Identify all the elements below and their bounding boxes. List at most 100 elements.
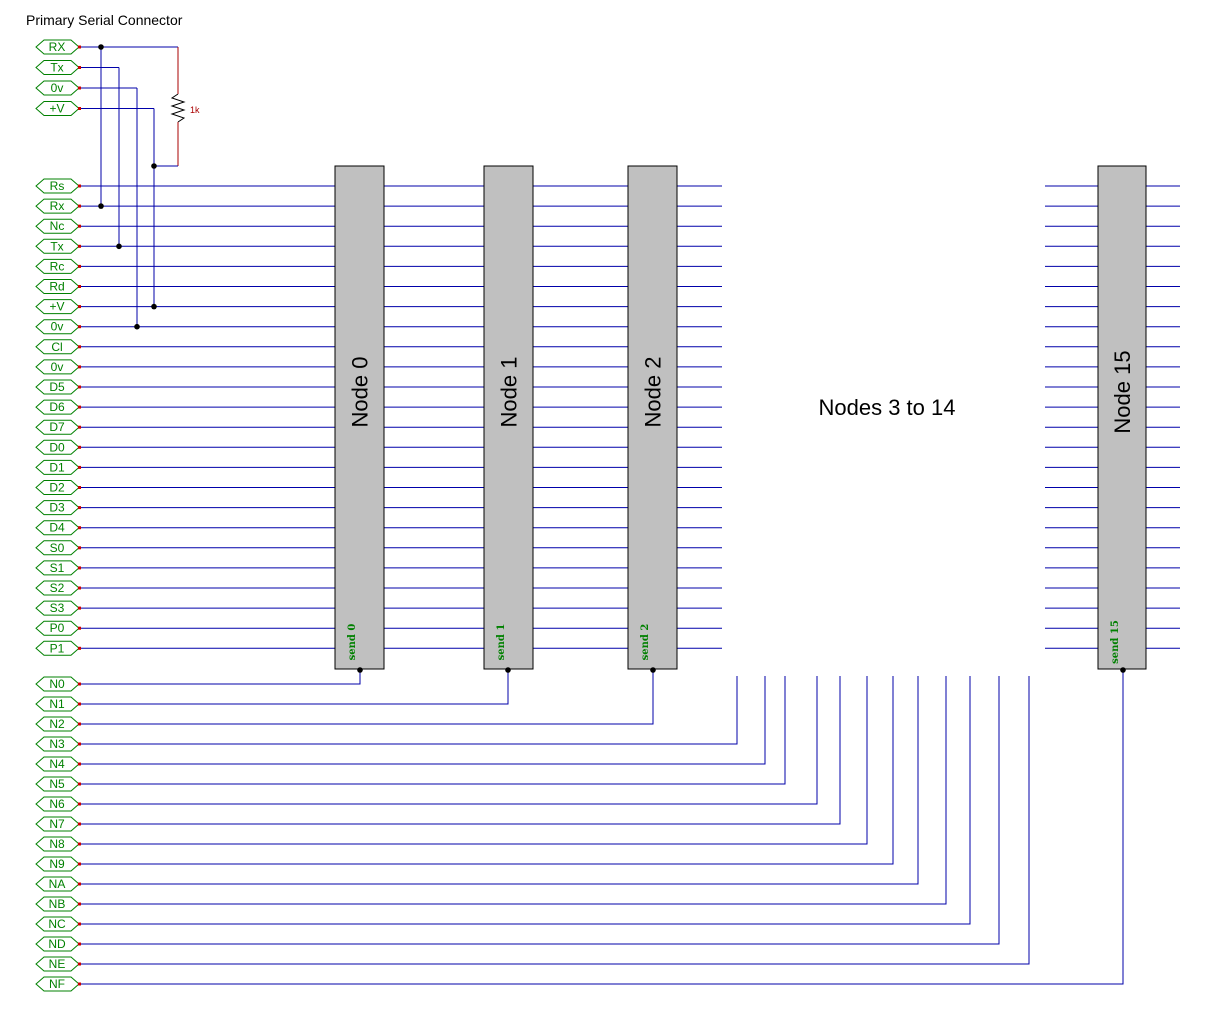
port-label: NA	[49, 877, 66, 891]
port-pin	[78, 862, 81, 866]
junction-dot	[116, 243, 122, 250]
node-select-wire-15	[80, 670, 1124, 985]
port-label: +V	[49, 102, 64, 116]
port-label: D0	[49, 440, 65, 454]
port-label: N9	[49, 857, 65, 871]
port-pin	[78, 942, 81, 946]
node-label: Node 15	[1110, 350, 1135, 433]
port-ne-14: NE	[35, 956, 81, 972]
node-select-wire-5	[80, 676, 786, 785]
port-label: RX	[49, 40, 66, 54]
port-label: D2	[49, 481, 65, 495]
port-n4-4: N4	[35, 756, 81, 772]
ports-layer: RXTx0v+VRsRxNcTxRcRd+V0vCl0vD5D6D7D0D1D2…	[35, 39, 81, 992]
port-pin	[78, 606, 81, 610]
port-label: Cl	[51, 340, 62, 354]
port-n5-5: N5	[35, 776, 81, 792]
port-label: Rx	[50, 199, 65, 213]
port-pin	[78, 566, 81, 570]
port-d1-14: D1	[35, 459, 81, 475]
node-label: Node 0	[348, 357, 373, 428]
port-label: N7	[49, 817, 65, 831]
port-pin	[78, 325, 81, 329]
node-label: Node 2	[641, 357, 666, 428]
port-pin	[78, 486, 81, 489]
port-0v-7: 0v	[35, 319, 81, 335]
port-p1-23: P1	[35, 640, 81, 656]
port-d4-17: D4	[35, 520, 81, 536]
port-n9-9: N9	[35, 856, 81, 872]
port-rx-1: Rx	[35, 198, 81, 214]
node-box-0: Node 0 send 0	[334, 165, 385, 670]
port-s3-21: S3	[35, 600, 81, 616]
port-label: Rc	[50, 259, 65, 273]
port-label: 0v	[51, 320, 64, 334]
junction-dot	[98, 203, 104, 209]
port-pin	[78, 305, 81, 309]
node-box-rect	[1097, 165, 1147, 670]
port-n2-2: N2	[35, 716, 81, 732]
port-pin	[78, 264, 81, 268]
port-pin	[78, 405, 81, 409]
port-pin	[78, 425, 81, 429]
send-label: send 1	[496, 624, 507, 661]
junction-dot	[134, 323, 140, 330]
port-tx-3: Tx	[35, 238, 81, 254]
port-pin	[78, 285, 81, 288]
port-pin	[78, 546, 81, 550]
port-label: D1	[49, 460, 65, 474]
port-pin	[78, 224, 81, 228]
port-label: NC	[48, 917, 66, 931]
junction-dot	[1120, 667, 1126, 673]
port-label: Tx	[50, 61, 63, 75]
port-pin	[78, 345, 81, 349]
diagram-title: Primary Serial Connector	[26, 12, 183, 28]
port-0v-9: 0v	[35, 359, 81, 375]
send-label: send 0	[347, 624, 358, 661]
port-label: N0	[49, 677, 65, 691]
port-s0-18: S0	[35, 540, 81, 556]
node-select-wire-2	[80, 670, 654, 725]
port-label: N6	[49, 797, 65, 811]
port-v-3: +V	[35, 101, 81, 116]
port-label: N5	[49, 777, 65, 791]
node-select-wire-0	[80, 670, 361, 685]
port-pin	[78, 682, 81, 686]
junction-dot	[151, 163, 157, 169]
node-select-wire-8	[80, 676, 868, 845]
port-label: S3	[50, 601, 65, 615]
node-select-wire-7	[80, 676, 841, 825]
port-label: +V	[49, 300, 64, 314]
port-d6-11: D6	[35, 399, 81, 415]
port-d2-15: D2	[35, 480, 81, 495]
port-pin	[78, 802, 81, 806]
node-select-wire-3	[80, 676, 738, 745]
port-rc-4: Rc	[35, 258, 81, 274]
port-label: 0v	[51, 81, 64, 95]
port-d0-13: D0	[35, 439, 81, 455]
port-pin	[78, 365, 81, 369]
port-d5-10: D5	[35, 379, 81, 395]
port-label: S1	[50, 561, 65, 575]
resistor-symbol	[170, 93, 186, 123]
port-cl-8: Cl	[35, 339, 81, 355]
port-n1-1: N1	[35, 696, 81, 712]
node-select-wire-11	[80, 676, 947, 905]
node-select-wire-9	[80, 676, 894, 865]
junction-dot	[650, 667, 656, 673]
port-n0-0: N0	[35, 676, 81, 692]
port-pin	[78, 244, 81, 248]
port-pin	[78, 646, 81, 650]
port-pin	[78, 782, 81, 786]
port-pin	[78, 962, 81, 966]
node-select-wire-10	[80, 676, 919, 885]
node-select-wire-1	[80, 670, 509, 705]
node-box-rect	[483, 165, 534, 670]
port-label: Nc	[50, 219, 65, 233]
node-select-wire-6	[80, 676, 818, 805]
port-label: Tx	[50, 239, 63, 253]
port-nd-13: ND	[35, 936, 81, 952]
port-n3-3: N3	[35, 736, 81, 752]
